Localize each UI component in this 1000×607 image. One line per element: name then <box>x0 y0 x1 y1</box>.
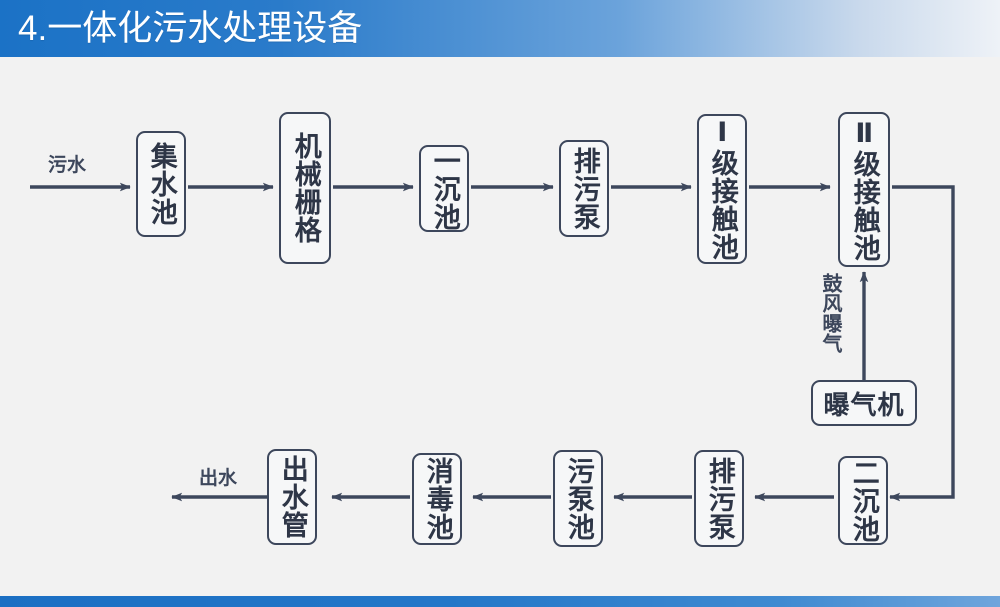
node-jishuichi[interactable]: 集水池 <box>136 131 186 237</box>
node-label: 排污泵 <box>569 146 600 231</box>
outlet-label: 出水 <box>199 468 238 489</box>
node-label: 机械栅格 <box>290 132 321 244</box>
node-erchenchi[interactable]: 二沉池 <box>838 456 888 545</box>
node-label: Ⅰ级接触池 <box>707 117 738 261</box>
node-xiaoduchi[interactable]: 消毒池 <box>412 453 462 545</box>
node-wubengchi[interactable]: 污泵池 <box>553 450 603 547</box>
node-label: 集水池 <box>146 142 177 226</box>
page-title: 4.一体化污水处理设备 <box>18 9 363 48</box>
node-paiwubeng-top[interactable]: 排污泵 <box>559 140 609 237</box>
node-paiwubeng-bottom[interactable]: 排污泵 <box>694 450 744 547</box>
connector-lines <box>30 182 955 502</box>
node-label: Ⅱ级接触池 <box>849 117 880 262</box>
title-banner: 4.一体化污水处理设备 <box>0 0 1000 57</box>
node-contact-tank-2[interactable]: Ⅱ级接触池 <box>838 112 890 267</box>
node-baoqiji[interactable]: 曝气机 <box>811 380 917 426</box>
node-label: 曝气机 <box>823 389 905 420</box>
node-label: 排污泵 <box>704 456 735 541</box>
node-yichenchi[interactable]: 一沉池 <box>419 145 469 232</box>
aeration-label: 鼓风曝气 <box>819 273 841 353</box>
node-label: 污泵池 <box>563 456 594 541</box>
node-jixieshange[interactable]: 机械栅格 <box>279 112 331 264</box>
process-flow-diagram: 污水 出水 鼓风曝气 集水池 机械栅格 一沉池 排污泵 Ⅰ级接触池 Ⅱ级接触池 … <box>0 57 1000 596</box>
node-label: 二沉池 <box>848 458 879 543</box>
node-contact-tank-1[interactable]: Ⅰ级接触池 <box>697 114 747 264</box>
node-label: 一沉池 <box>429 146 460 231</box>
node-chushuiguan[interactable]: 出水管 <box>267 449 317 545</box>
node-label: 消毒池 <box>422 457 453 541</box>
inlet-label: 污水 <box>48 155 87 176</box>
footer-accent-bar <box>0 596 1000 607</box>
node-label: 出水管 <box>277 455 308 539</box>
